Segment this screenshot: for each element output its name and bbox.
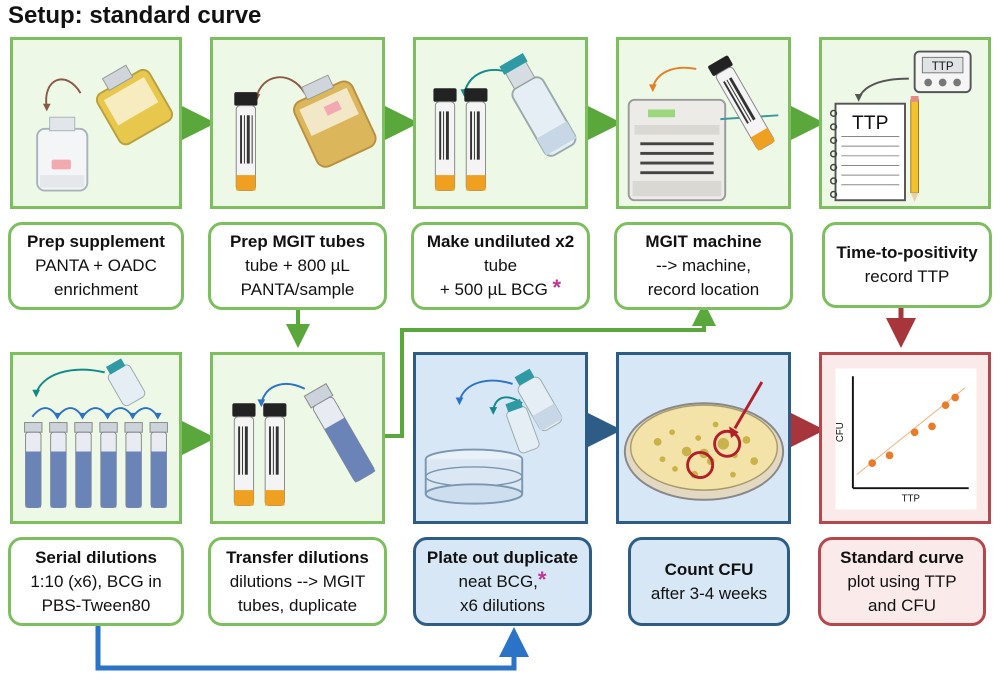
step-heading: Standard curve	[840, 547, 964, 567]
timer-text: TTP	[932, 61, 954, 73]
mgit-tube-prep-illustration	[234, 74, 377, 192]
step-line: PBS-Tween80	[41, 595, 151, 615]
plot-ylabel: CFU	[835, 422, 846, 442]
serial-dilution-tubes-illustration	[24, 358, 168, 508]
step-heading: Plate out duplicate	[426, 547, 579, 567]
step-line: tube + 800 µL	[245, 256, 350, 275]
label-prep-mgit-tubes: Prep MGIT tubes tube + 800 µL PANTA/samp…	[208, 222, 387, 310]
step-line: enrichment	[53, 280, 139, 299]
label-mgit-machine: MGIT machine --> machine, record locatio…	[614, 222, 793, 310]
step-heading: Make undiluted x2	[426, 232, 575, 251]
step-heading: Count CFU	[664, 559, 754, 579]
panel-make-undiluted	[413, 37, 588, 209]
step-line: 1:10 (x6), BCG in	[30, 571, 162, 591]
step-line: tubes, duplicate	[237, 595, 358, 615]
step-line: after 3-4 weeks	[650, 583, 768, 603]
plot-xlabel: TTP	[902, 494, 920, 505]
page-title: Setup: standard curve	[8, 2, 262, 29]
plating-illustration	[424, 368, 563, 505]
label-serial-dilutions: Serial dilutions 1:10 (x6), BCG in PBS-T…	[8, 537, 184, 626]
panel-transfer-dilutions	[210, 352, 385, 524]
step-heading: Prep supplement	[27, 232, 165, 251]
asterisk-marker: *	[552, 275, 562, 300]
transfer-tubes-illustration	[232, 383, 376, 507]
mgit-machine-illustration	[627, 55, 779, 202]
panel-prep-supplement	[10, 37, 182, 209]
step-line: and CFU	[867, 595, 937, 615]
step-line: tube	[483, 256, 518, 275]
panel-plate-out	[413, 352, 588, 524]
label-make-undiluted: Make undiluted x2 tube + 500 µL BCG *	[411, 222, 590, 310]
label-plate-out: Plate out duplicate neat BCG,* x6 diluti…	[413, 537, 592, 626]
standard-curve-plot: CFU TTP	[835, 368, 977, 510]
step-heading: Time-to-positivity	[836, 243, 978, 262]
panel-mgit-machine	[616, 37, 791, 209]
step-line: plot using TTP	[847, 571, 957, 591]
step-line: PANTA/sample	[240, 280, 355, 299]
label-count-cfu: Count CFU after 3-4 weeks	[628, 537, 790, 626]
step-heading: Serial dilutions	[35, 547, 157, 567]
step-line: neat BCG,	[458, 571, 538, 591]
step-line: --> machine,	[656, 256, 751, 275]
step-line: + 500 µL BCG	[439, 280, 548, 299]
step-heading: Transfer dilutions	[226, 547, 369, 567]
notebook-text: TTP	[852, 113, 888, 134]
step-line: dilutions --> MGIT	[229, 571, 366, 591]
asterisk-marker: *	[537, 566, 547, 592]
notebook-timer-illustration: TTP TTP	[829, 50, 972, 203]
petri-dish-illustration	[623, 381, 785, 501]
step-heading: MGIT machine	[645, 232, 762, 251]
label-standard-curve: Standard curve plot using TTP and CFU	[818, 537, 986, 626]
panel-prep-mgit-tubes	[210, 37, 385, 209]
arrow-serial-to-plate	[95, 626, 529, 671]
supplement-bottles-illustration	[36, 64, 174, 192]
undiluted-tubes-illustration	[433, 52, 577, 192]
label-transfer-dilutions: Transfer dilutions dilutions --> MGIT tu…	[208, 537, 387, 626]
step-heading: Prep MGIT tubes	[229, 232, 366, 251]
step-line: record TTP	[864, 267, 950, 286]
panel-standard-curve: CFU TTP	[819, 352, 991, 524]
panel-count-cfu	[616, 352, 791, 524]
step-line: x6 dilutions	[459, 595, 546, 615]
label-prep-supplement: Prep supplement PANTA + OADC enrichment	[8, 222, 184, 310]
label-time-to-positivity: Time-to-positivity record TTP	[822, 222, 992, 308]
panel-serial-dilutions	[10, 352, 182, 524]
step-line: record location	[647, 280, 760, 299]
step-line: PANTA + OADC	[35, 256, 157, 275]
panel-time-to-positivity: TTP TTP	[819, 37, 991, 209]
